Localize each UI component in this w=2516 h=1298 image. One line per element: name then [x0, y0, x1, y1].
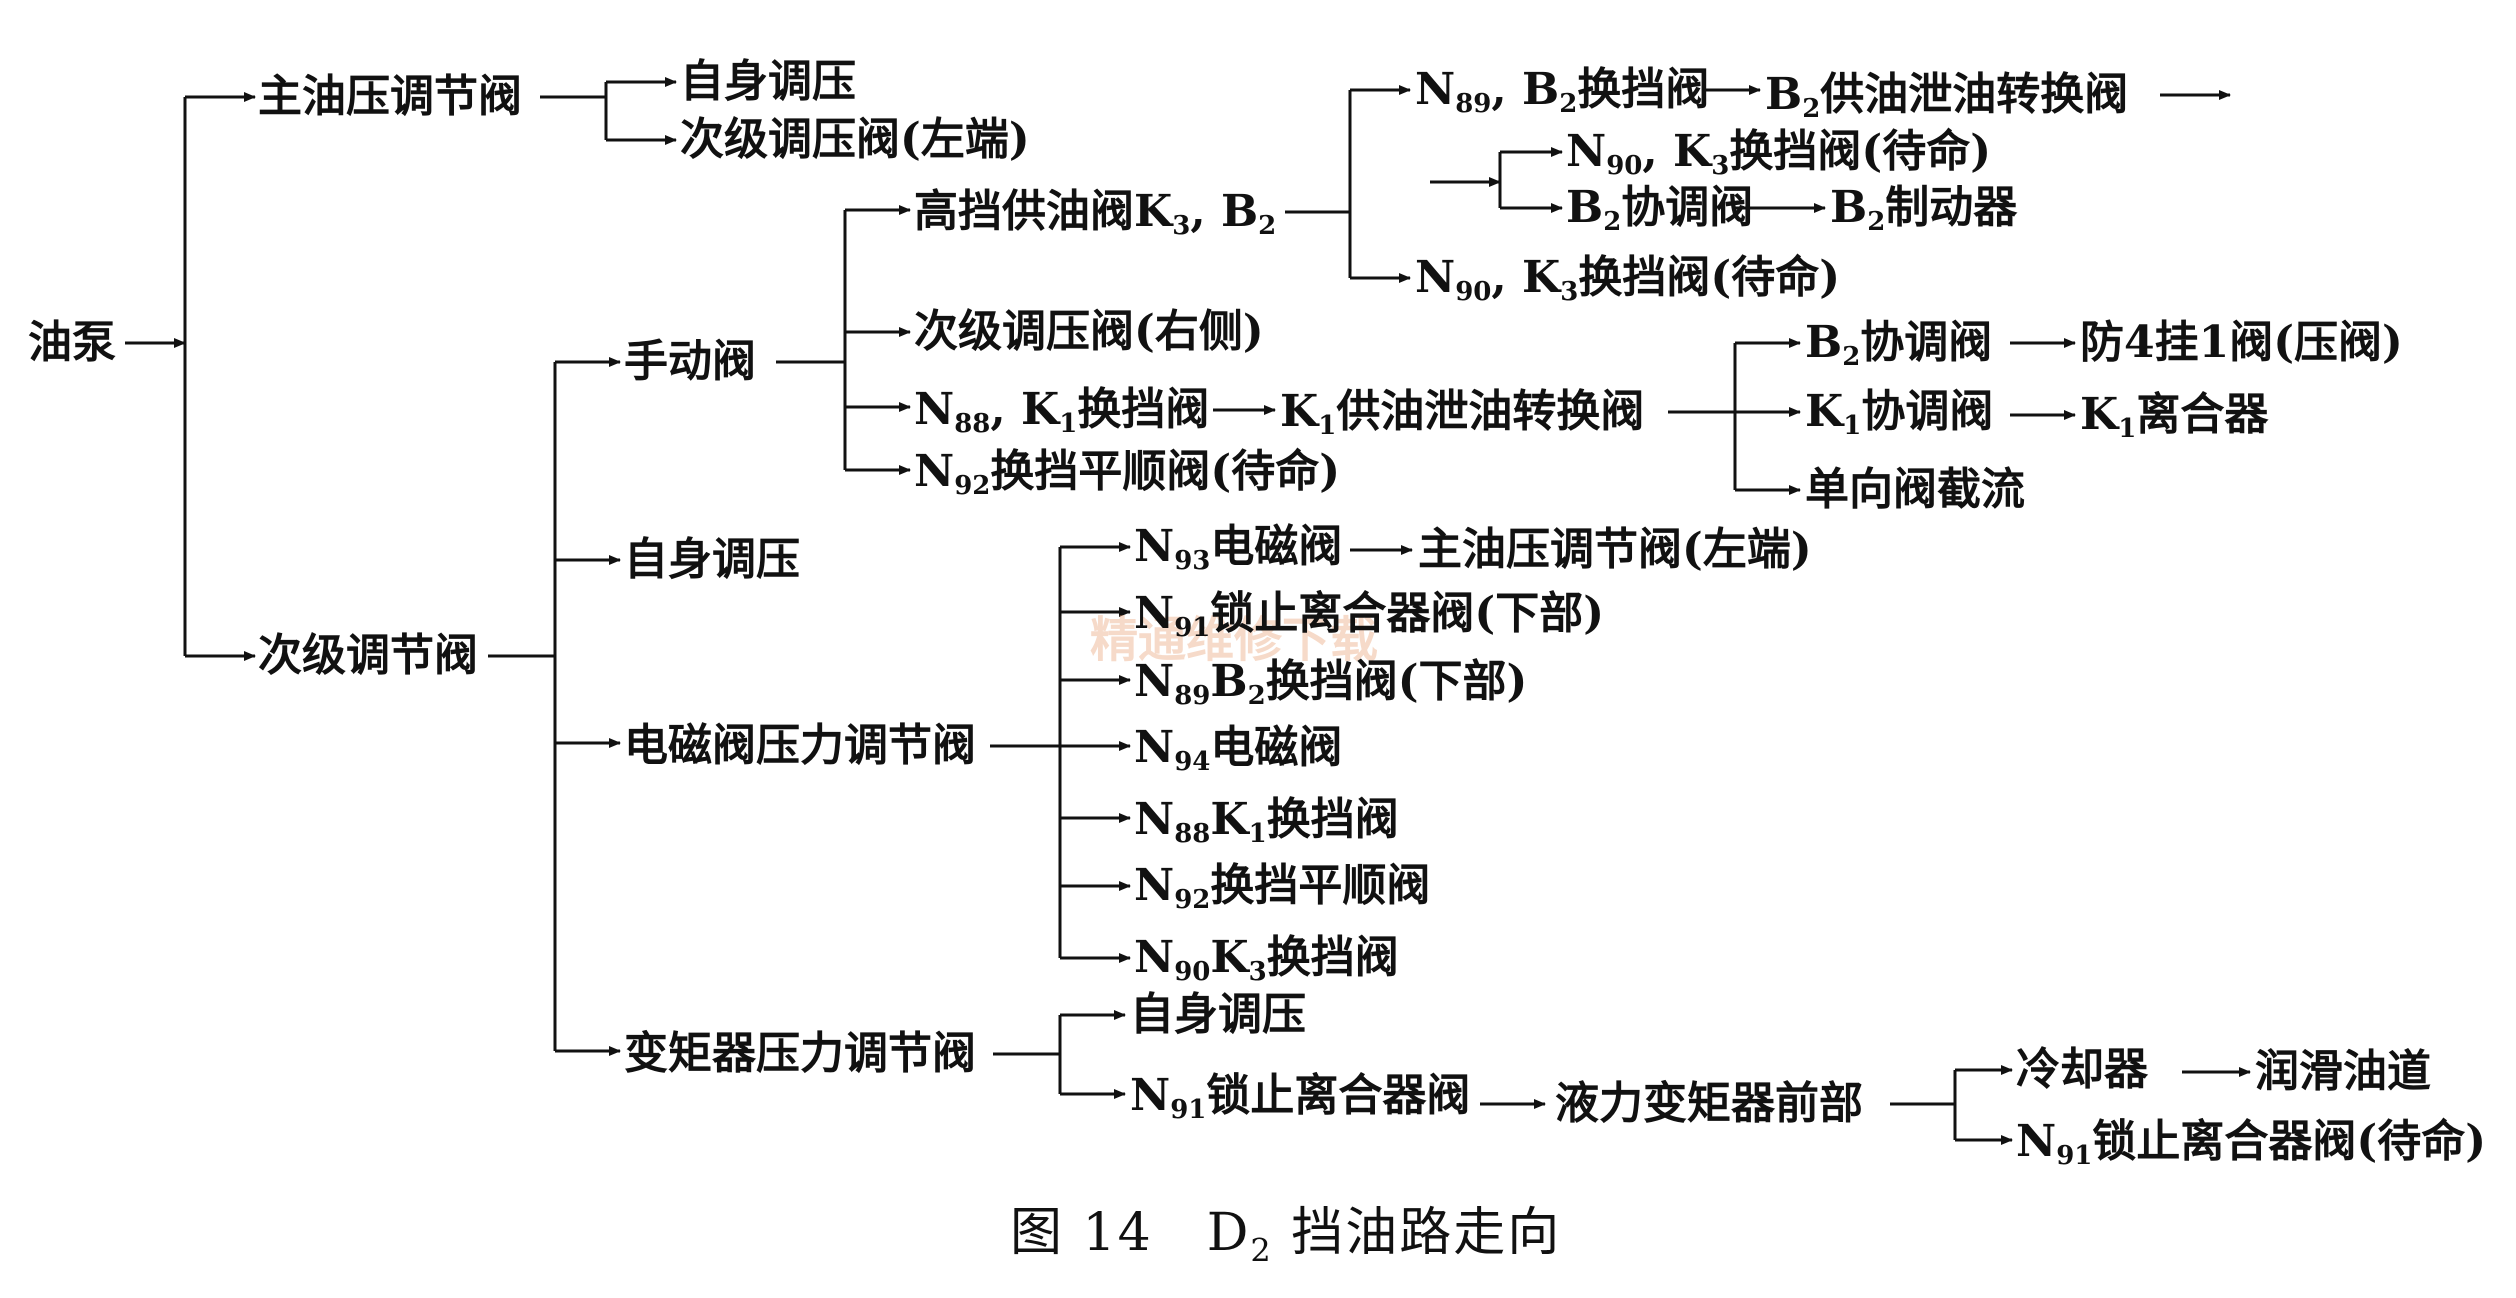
node-torque-converter-front: 液力变矩器前部	[1555, 1078, 1863, 1129]
node-n91-lockup-lower: N91锁止离合器阀(下部)	[1134, 588, 1605, 644]
node-solenoid-pressure-regulator: 电磁阀压力调节阀	[624, 720, 976, 771]
node-n94-solenoid: N94电磁阀	[1134, 722, 1343, 778]
node-n92-smooth-valve-standby: N92换挡平顺阀(待命)	[914, 446, 1341, 502]
node-n92-smooth: N92换挡平顺阀	[1134, 860, 1431, 916]
node-n89-b2-lower: N89B2换挡阀(下部)	[1134, 656, 1528, 712]
node-self-regulate-1: 自身调压	[680, 56, 856, 107]
node-secondary-regulator-valve: 次级调节阀	[258, 630, 478, 681]
node-n91-lockup-valve: N91锁止离合器阀	[1130, 1070, 1471, 1126]
node-n90-k3-standby-a: N90, K3换挡阀(待命)	[1566, 126, 1992, 182]
node-n90-k3: N90K3换挡阀	[1134, 932, 1399, 988]
node-n91-lockup-standby: N91锁止离合器阀(待命)	[2016, 1116, 2487, 1172]
watermark-text: 精通维修下载	[1090, 612, 1379, 668]
node-n89-b2-shift-valve: N89, B2换挡阀	[1415, 64, 1710, 120]
node-anti-4-1-valve: 防4挂1阀(压阀)	[2080, 317, 2403, 368]
node-self-regulate-3: 自身调压	[1130, 989, 1306, 1040]
node-high-gear-valve: 高挡供油阀K3, B2	[914, 186, 1277, 242]
node-n90-k3-standby-b: N90, K3换挡阀(待命)	[1415, 252, 1841, 308]
node-secondary-regulator-left: 次级调压阀(左端)	[680, 114, 1030, 165]
node-torque-converter-pressure-regulator: 变矩器压力调节阀	[624, 1028, 976, 1079]
figure-caption: 图 14 D2 挡油路走向	[1010, 1203, 1562, 1270]
node-k1-transfer-valve: K1供油泄油转换阀	[1280, 386, 1645, 442]
node-secondary-regulator-right: 次级调压阀(右侧)	[914, 306, 1264, 357]
node-b2-coordination-valve-a: B2协调阀	[1566, 182, 1754, 238]
node-n88-k1: N88K1换挡阀	[1134, 794, 1399, 850]
node-b2-coordination-valve-b: B2协调阀	[1805, 317, 1993, 373]
node-k1-coordination-valve: K1协调阀	[1805, 386, 1994, 442]
node-b2-transfer-valve: B2供油泄油转换阀	[1765, 69, 2129, 125]
node-cooler: 冷却器	[2016, 1044, 2148, 1095]
node-main-pressure-left: 主油压调节阀(左端)	[1418, 524, 1812, 575]
node-manual-valve: 手动阀	[624, 336, 756, 387]
node-n88-k1-shift-valve: N88, K1换挡阀	[914, 384, 1210, 440]
node-lube-passage: 润滑油道	[2255, 1046, 2431, 1097]
node-check-valve: 单向阀截流	[1805, 464, 2025, 515]
node-k1-clutch: K1离合器	[2080, 389, 2269, 445]
node-oil-pump: 油泵	[28, 317, 116, 368]
node-main-pressure-regulator: 主油压调节阀	[258, 71, 522, 122]
node-b2-brake: B2制动器	[1830, 182, 2018, 238]
node-self-regulate-2: 自身调压	[624, 534, 800, 585]
node-n93-solenoid: N93电磁阀	[1134, 521, 1343, 577]
